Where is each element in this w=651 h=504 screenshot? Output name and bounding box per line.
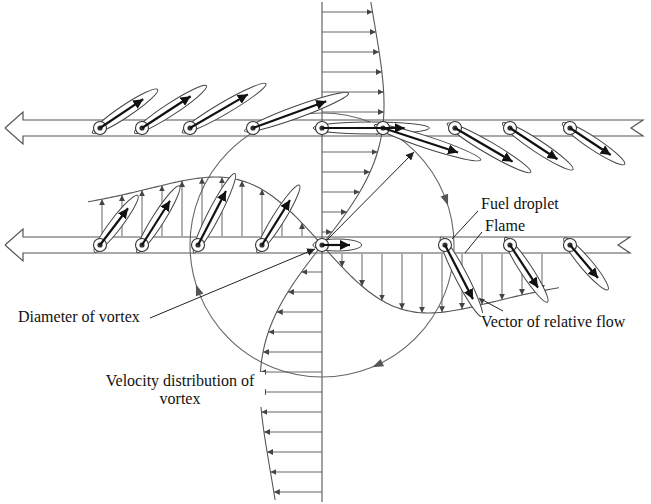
velocity-arrow xyxy=(422,254,423,313)
velocity-arrow xyxy=(102,199,103,236)
annotation-label: Diameter of vortex xyxy=(18,308,140,326)
relative-flow-vector xyxy=(510,128,557,159)
velocity-arrow xyxy=(268,332,322,333)
rotation-arrows xyxy=(196,119,448,367)
flame-outline xyxy=(444,118,534,177)
velocity-curve xyxy=(260,2,384,500)
fuel-droplet xyxy=(449,122,462,135)
velocity-arrow xyxy=(288,292,322,293)
relative-flow-vector xyxy=(445,245,473,299)
relative-flow-vector xyxy=(142,201,170,245)
diameter-arrow xyxy=(327,152,414,240)
flame-outline xyxy=(252,182,304,256)
flow-band-arrow xyxy=(5,229,630,261)
relative-flow-vector xyxy=(570,245,598,278)
relative-flow-vector xyxy=(570,128,611,155)
velocity-arrow xyxy=(442,254,443,312)
velocity-profiles xyxy=(88,2,559,500)
relative-flow-vector xyxy=(100,208,128,245)
label-holder: Fuel droplet xyxy=(481,195,559,213)
velocity-arrow xyxy=(322,112,384,113)
annotation-label: Fuel droplet xyxy=(481,195,559,213)
relative-flow-vector xyxy=(322,244,350,246)
velocity-arrow xyxy=(142,190,143,236)
velocity-arrow xyxy=(482,254,483,305)
rotation-arrowhead xyxy=(372,359,384,367)
leader-line xyxy=(452,211,478,239)
velocity-arrow xyxy=(260,372,322,373)
velocity-arrow xyxy=(502,254,503,300)
rotation-arrowhead xyxy=(441,194,449,206)
velocity-arrow xyxy=(263,352,322,353)
velocity-arrow xyxy=(342,254,343,267)
relative-flow-vector xyxy=(383,128,458,153)
velocity-arrow xyxy=(322,52,379,53)
velocity-arrow xyxy=(301,272,322,273)
flame-outline xyxy=(499,118,576,174)
flame-outline xyxy=(373,120,483,166)
leader-lines xyxy=(150,152,503,318)
velocity-arrow xyxy=(322,192,360,193)
annotation-label: Velocity distribution of vortex xyxy=(95,372,265,407)
velocity-arrow xyxy=(362,254,363,286)
flame-outline xyxy=(189,171,241,256)
velocity-arrow xyxy=(261,412,322,413)
annotation-label: Vector of relative flow xyxy=(481,313,625,331)
velocity-curve xyxy=(88,177,559,313)
flame-outline xyxy=(89,84,161,138)
flow-bands xyxy=(5,112,643,261)
flame-outline xyxy=(131,81,210,138)
velocity-arrow xyxy=(277,312,322,313)
flame-outline xyxy=(436,234,488,319)
droplets xyxy=(89,79,628,320)
velocity-arrow xyxy=(322,232,332,233)
flame-outline xyxy=(132,183,184,256)
relative-flow-vector xyxy=(253,101,326,128)
relative-flow-vector xyxy=(198,191,226,245)
leader-line xyxy=(479,298,503,311)
velocity-arrow xyxy=(322,92,384,93)
velocity-arrow xyxy=(402,254,403,309)
velocity-arrow xyxy=(274,492,322,493)
velocity-arrow xyxy=(262,189,263,236)
diameter-arrow xyxy=(150,249,315,318)
velocity-arrow xyxy=(182,181,183,236)
velocity-arrow xyxy=(322,172,370,173)
rotation-arrowhead xyxy=(196,285,204,297)
velocity-arrow xyxy=(260,392,322,393)
velocity-arrow xyxy=(382,254,383,301)
velocity-arrow xyxy=(267,452,322,453)
label-holder: Flame xyxy=(485,217,525,235)
leader-line xyxy=(465,232,482,253)
relative-flow-vector xyxy=(322,127,405,129)
velocity-arrow xyxy=(322,152,378,153)
velocity-arrow xyxy=(322,32,376,33)
velocity-arrow xyxy=(270,472,322,473)
relative-flow-vector xyxy=(100,99,143,128)
relative-flow-vector xyxy=(510,245,538,288)
label-holder: Velocity distribution of vortex xyxy=(95,372,265,407)
velocity-arrow xyxy=(264,432,322,433)
velocity-arrow xyxy=(322,72,382,73)
flame-outline xyxy=(500,234,552,305)
velocity-arrow xyxy=(322,212,347,213)
flame-outline xyxy=(559,118,628,169)
flame-outline xyxy=(560,234,613,293)
velocity-arrow xyxy=(242,181,243,236)
flame-outline xyxy=(90,192,143,256)
relative-flow-vector xyxy=(142,96,191,128)
flame-outline xyxy=(313,239,362,251)
label-holder: Vector of relative flow xyxy=(481,313,625,331)
annotation-label: Flame xyxy=(485,217,525,235)
relative-flow-vector xyxy=(455,128,513,162)
velocity-arrow xyxy=(322,12,373,13)
relative-flow-vector xyxy=(262,200,290,245)
velocity-arrow xyxy=(302,223,303,236)
label-holder: Diameter of vortex xyxy=(18,308,140,326)
relative-flow-vector xyxy=(190,94,248,128)
flame-outline xyxy=(179,79,269,138)
vortex-circle xyxy=(190,113,454,377)
